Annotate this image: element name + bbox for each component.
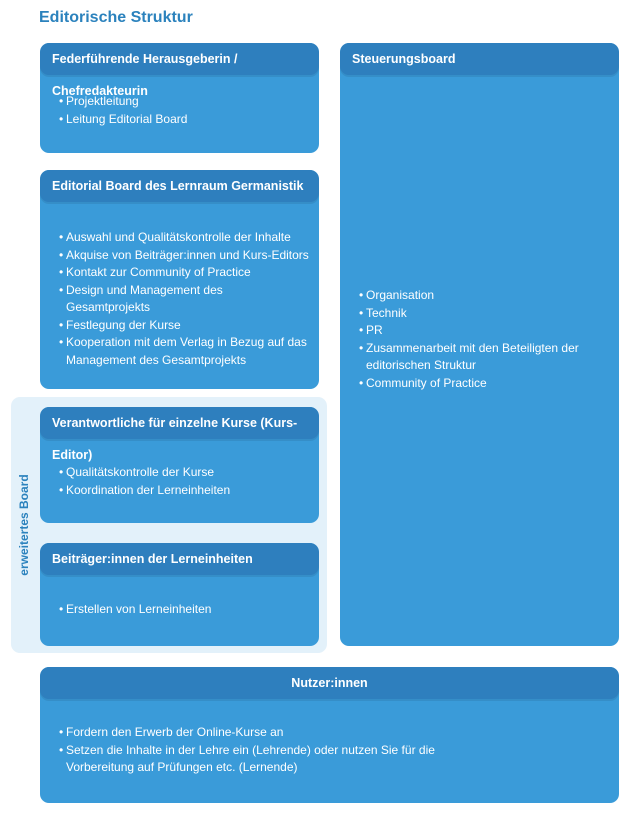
extended-board-label: erweitertes Board (17, 474, 31, 576)
list-item: Qualitätskontrolle der Kurse (40, 464, 319, 482)
box-heading: Beiträger:innen der Lerneinheiten (40, 543, 319, 575)
list-item: Design und Management des Gesamtprojekts (40, 282, 309, 317)
list-item: Auswahl und Qualitätskontrolle der Inhal… (40, 229, 309, 247)
list-item: Community of Practice (340, 375, 605, 393)
list-item: Projektleitung (40, 93, 319, 111)
box-steuerungsboard: Steuerungsboard Organisation Technik PR … (340, 43, 619, 646)
box-beitraeger: Beiträger:innen der Lerneinheiten Erstel… (40, 543, 319, 646)
box-herausgeberin: Federführende Herausgeberin / Chefredakt… (40, 43, 319, 153)
list-item: PR (340, 322, 605, 340)
bullet-list: Fordern den Erwerb der Online-Kurse an S… (40, 724, 619, 777)
list-item: Kooperation mit dem Verlag in Bezug auf … (40, 334, 309, 369)
box-heading: Federführende Herausgeberin / Chefredakt… (40, 43, 319, 98)
bullet-list: Organisation Technik PR Zusammenarbeit m… (340, 287, 619, 392)
box-heading: Steuerungsboard (340, 43, 619, 75)
list-item: Akquise von Beiträger:innen und Kurs-Edi… (40, 247, 309, 265)
box-nutzer: Nutzer:innen Fordern den Erwerb der Onli… (40, 667, 619, 803)
box-heading: Nutzer:innen (40, 667, 619, 699)
list-item: Festlegung der Kurse (40, 317, 309, 335)
list-item: Fordern den Erwerb der Online-Kurse an (40, 724, 499, 742)
box-heading: Verantwortliche für einzelne Kurse (Kurs… (40, 407, 319, 462)
list-item: Erstellen von Lerneinheiten (40, 601, 319, 619)
list-item: Setzen die Inhalte in der Lehre ein (Leh… (40, 742, 499, 777)
list-item: Organisation (340, 287, 605, 305)
page-title: Editorische Struktur (39, 9, 193, 26)
bullet-list: Projektleitung Leitung Editorial Board (40, 93, 319, 128)
list-item: Koordination der Lerneinheiten (40, 482, 319, 500)
bullet-list: Erstellen von Lerneinheiten (40, 601, 319, 619)
list-item: Technik (340, 305, 605, 323)
bullet-list: Qualitätskontrolle der Kurse Koordinatio… (40, 464, 319, 499)
list-item: Leitung Editorial Board (40, 111, 319, 129)
box-heading: Editorial Board des Lernraum Germanistik (40, 170, 319, 202)
bullet-list: Auswahl und Qualitätskontrolle der Inhal… (40, 229, 319, 369)
list-item: Kontakt zur Community of Practice (40, 264, 309, 282)
box-kurs-editor: Verantwortliche für einzelne Kurse (Kurs… (40, 407, 319, 523)
box-editorial-board: Editorial Board des Lernraum Germanistik… (40, 170, 319, 389)
list-item: Zusammenarbeit mit den Beteiligten der e… (340, 340, 605, 375)
